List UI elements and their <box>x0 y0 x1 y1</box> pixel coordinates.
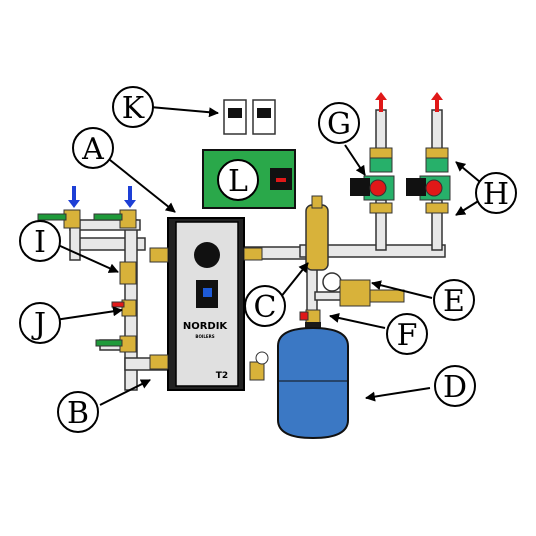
tank-valve-handle <box>299 311 309 321</box>
callout-e: E <box>433 279 475 321</box>
air-separator <box>305 195 329 271</box>
boiler-inlet-fitting <box>149 247 169 263</box>
thermostats <box>223 99 276 135</box>
fill-valve-body <box>339 279 371 307</box>
valve-bottom-handle <box>95 339 123 347</box>
callout-f: F <box>386 313 428 355</box>
callout-i: I <box>19 220 61 262</box>
fill-valve-assembly <box>322 272 405 307</box>
pressure-gauge <box>322 272 342 292</box>
tank-neck <box>305 322 321 330</box>
callout-h: H <box>475 172 517 214</box>
svg-text:C: C <box>254 290 277 325</box>
main-header-pipe <box>299 244 446 258</box>
valve-j-handle <box>111 301 125 308</box>
callout-a: A <box>72 127 114 169</box>
callout-b: B <box>57 391 99 433</box>
svg-text:J: J <box>31 307 46 342</box>
boiler-brand: NORDIK <box>183 321 229 332</box>
pump-g-motor <box>350 178 370 196</box>
outflow-arrow-1 <box>375 92 387 112</box>
svg-text:G: G <box>327 107 351 142</box>
pump-g <box>350 147 395 214</box>
pump-h-face <box>425 179 443 197</box>
callout-g: G <box>318 102 360 144</box>
fill-valve-outlet <box>369 289 405 303</box>
boiler-model: T2 <box>216 371 228 381</box>
valve-handle-2 <box>93 213 123 221</box>
svg-text:D: D <box>443 370 467 405</box>
tank-body <box>277 326 349 440</box>
callout-d: D <box>434 365 476 407</box>
svg-text:I: I <box>34 225 46 260</box>
isolation-valves <box>37 209 137 353</box>
boiler-drain-valve <box>249 351 269 381</box>
svg-text:L: L <box>228 164 248 199</box>
svg-text:B: B <box>67 396 89 431</box>
callout-c: C <box>244 285 286 327</box>
leader-lines <box>54 106 481 406</box>
boiler-outlet-fitting <box>243 247 263 261</box>
valve-handle-1 <box>37 213 67 221</box>
y-strainer <box>119 261 137 285</box>
pump-g-face <box>369 179 387 197</box>
svg-text:F: F <box>397 318 418 353</box>
boiler: NORDIK BOILERS T2 <box>149 217 263 391</box>
outflow-arrow-2 <box>431 92 443 112</box>
callouts: A B C D E F G H <box>19 86 517 433</box>
svg-text:E: E <box>443 284 465 319</box>
boiler-return-fitting <box>149 354 169 370</box>
boiler-brand-sub: BOILERS <box>195 334 214 339</box>
svg-text:A: A <box>81 132 104 167</box>
flow-arrows <box>68 92 443 208</box>
expansion-tank <box>277 309 349 440</box>
callout-k: K <box>112 86 154 128</box>
callout-l: L <box>217 159 259 201</box>
inflow-arrow-1 <box>68 186 80 208</box>
pump-h <box>406 147 451 214</box>
boiler-display <box>203 288 212 297</box>
svg-text:K: K <box>122 91 145 126</box>
svg-text:H: H <box>483 177 509 212</box>
boiler-gauge <box>194 242 220 268</box>
pump-h-motor <box>406 178 426 196</box>
callout-j: J <box>19 302 61 344</box>
inflow-arrow-2 <box>124 186 136 208</box>
